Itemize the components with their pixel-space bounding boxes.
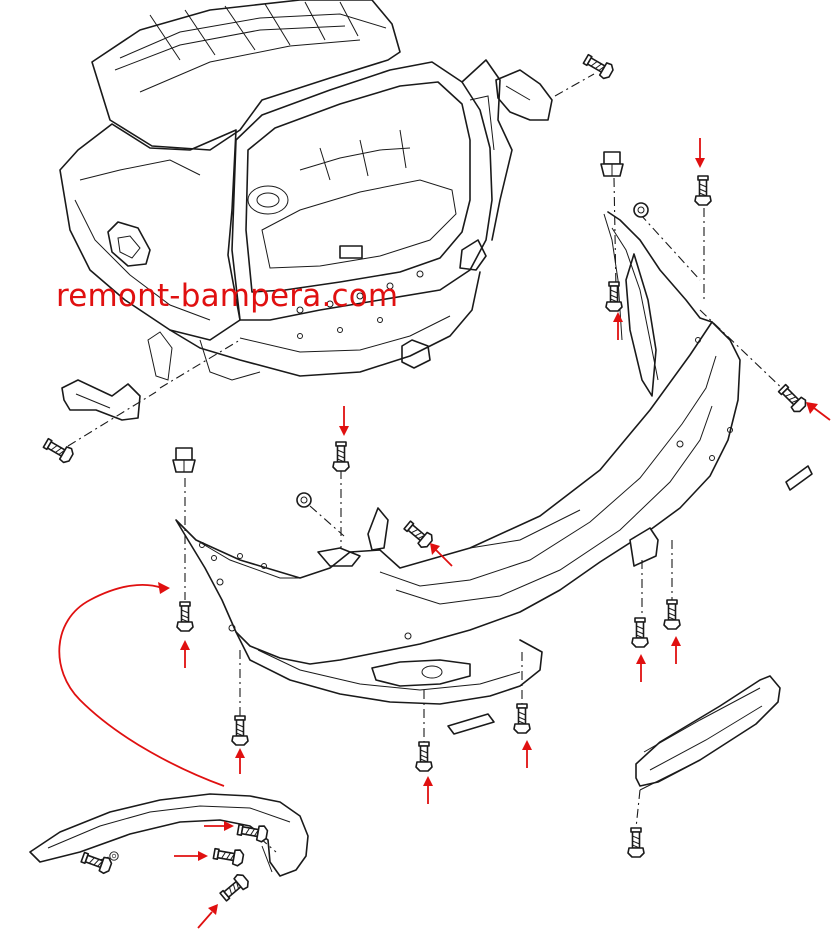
lower-bumper-trim	[635, 675, 781, 791]
bolt-icon	[513, 703, 531, 734]
bolt-icon	[415, 741, 433, 772]
nut-icon	[109, 851, 119, 861]
bolt-icon	[627, 827, 645, 858]
car-rear-body	[59, 0, 513, 381]
clip-icon	[172, 447, 196, 473]
red-arrows	[58, 138, 831, 929]
wheel-arch-trim	[29, 793, 309, 877]
bolt-icon	[176, 601, 194, 632]
screw-icon	[79, 848, 114, 876]
bolt-icon	[332, 441, 350, 472]
nut-icon	[633, 202, 649, 218]
bolt-icon	[775, 381, 810, 416]
bolt-icon	[401, 518, 436, 551]
watermark-text: remont-bampera.com	[56, 278, 399, 314]
bolt-icon	[694, 175, 712, 206]
bolt-icon	[631, 617, 649, 648]
screw-icon	[236, 820, 269, 844]
nut-icon	[296, 492, 312, 508]
reflector-small	[447, 465, 813, 735]
screw-icon	[217, 871, 252, 904]
bolt-icon	[41, 435, 76, 466]
bolt-icon	[231, 715, 249, 746]
bolt-icon	[581, 51, 616, 82]
rear-bumper-cover	[175, 211, 741, 705]
bumper-bracket-left	[61, 331, 173, 421]
fasteners	[41, 51, 810, 904]
clip-icon	[600, 151, 624, 177]
screw-icon	[212, 844, 245, 868]
bolt-icon	[663, 599, 681, 630]
bumper-bracket-right-top	[495, 69, 553, 121]
